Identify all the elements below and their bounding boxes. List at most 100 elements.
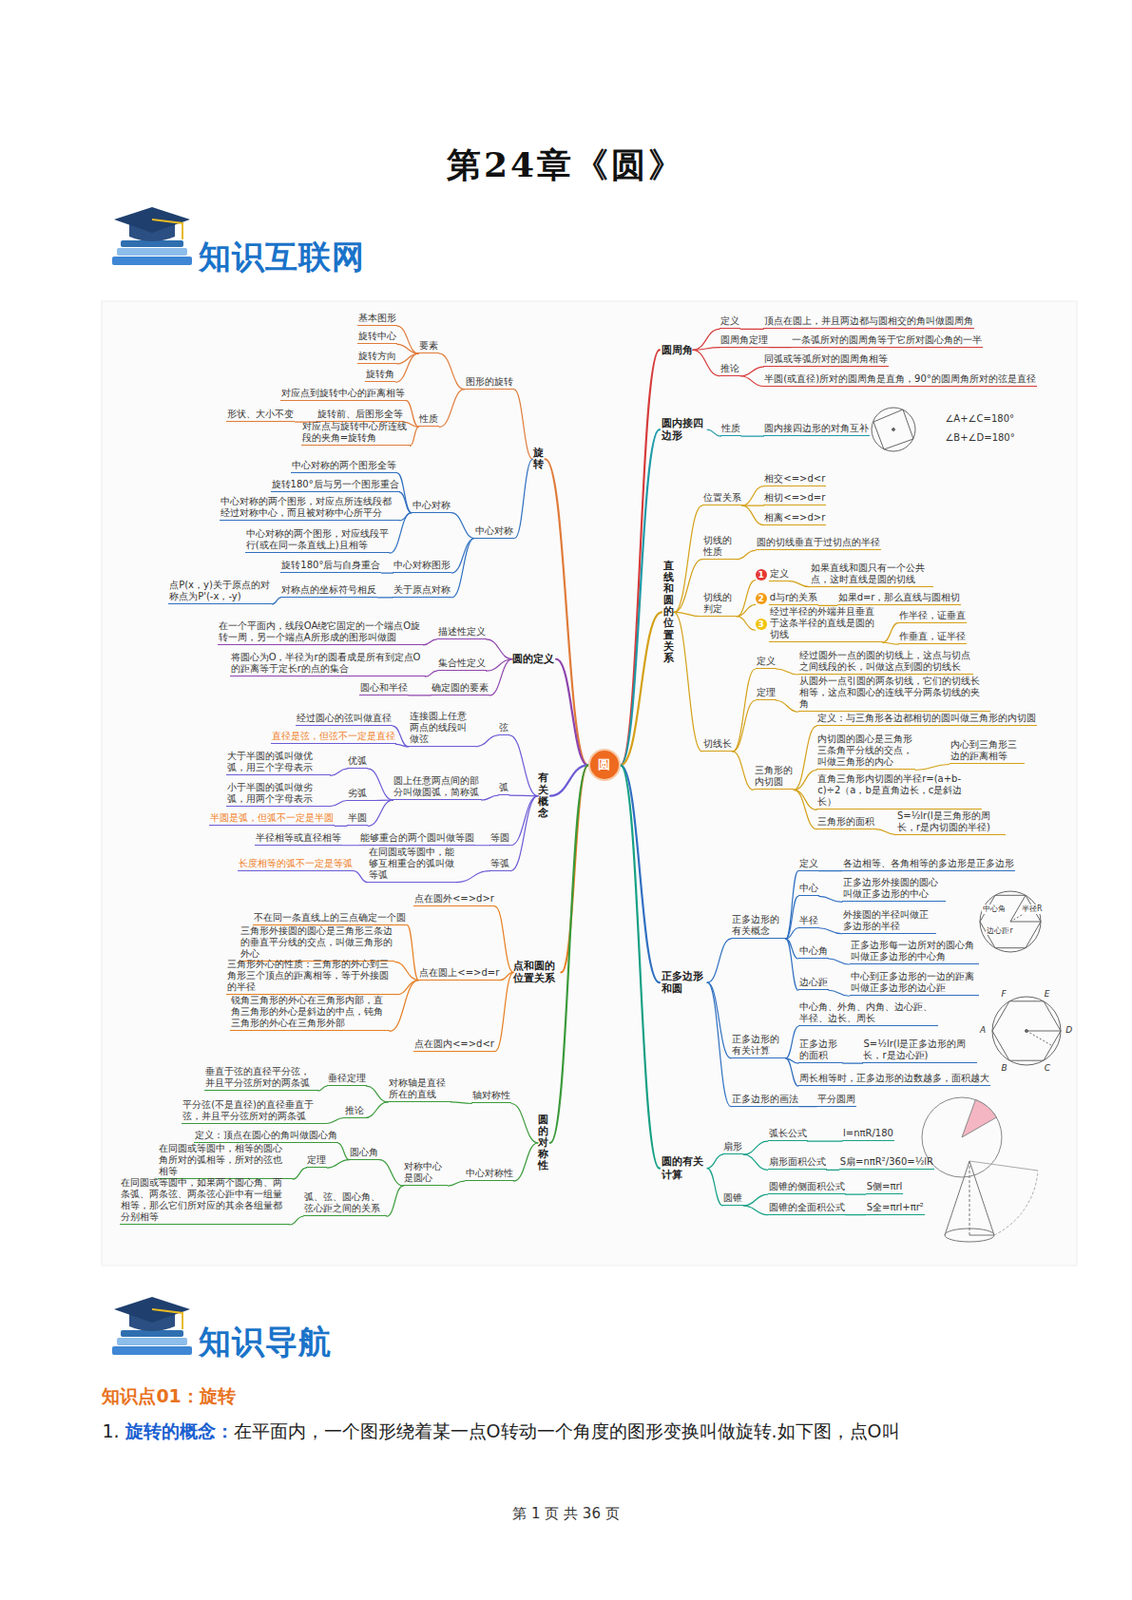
- branch-line: [386, 1186, 403, 1217]
- branch-line: [786, 1058, 799, 1087]
- branch-line: [292, 1168, 307, 1180]
- branch-label: 轴对称性: [471, 1090, 512, 1104]
- section-header: 知识导航: [198, 1323, 332, 1363]
- branch-line: [495, 972, 514, 1052]
- branch-line: [364, 1102, 388, 1119]
- branch-line: [289, 1216, 304, 1226]
- branch-line: [439, 389, 464, 428]
- branch-line: [673, 505, 703, 613]
- branch-node: 圆内接四边形: [661, 417, 708, 442]
- branch-line: [707, 1169, 723, 1207]
- branch-label: 正多边形每一边所对的圆心角叫做正多边形的中心角: [849, 940, 979, 965]
- branch-label: 定义：顶点在圆心的角叫做圆心角: [193, 1130, 339, 1144]
- branch-label: 等圆: [489, 832, 511, 846]
- branch-label: 三角形外心的性质：三角形的外心到三角形三个顶点的距离相等，等于外接圆的半径: [226, 959, 397, 996]
- branch-line: [793, 769, 817, 790]
- formula-label: ∠B+∠D=180°: [943, 432, 1016, 445]
- branch-label: 直角三角形内切圆的半径r=(a+b-c)÷2（a，b是直角边长，c是斜边长）: [816, 773, 982, 810]
- branch-label: 圆锥: [722, 1192, 744, 1207]
- branch-label: 中心对称: [474, 525, 515, 539]
- branch-label: 弧长公式: [767, 1128, 808, 1142]
- branch-line: [673, 612, 703, 616]
- branch-label: S=½lr(l是正多边形的周长，r是边心距): [862, 1038, 977, 1064]
- step-badge: 3: [755, 618, 768, 631]
- branch-line: [736, 616, 755, 631]
- branch-line: [732, 669, 756, 752]
- branch-label: 优弧: [346, 755, 368, 769]
- branch-label: 定义: [798, 858, 820, 872]
- branch-line: [379, 1160, 403, 1187]
- branch-label: 垂径定理: [326, 1073, 367, 1087]
- branch-label: S=½lr(l是三角形的周长，r是内切圆的半径): [896, 810, 1006, 836]
- branch-label: 相交<=>d<r: [763, 473, 826, 487]
- branch-label: 旋转角: [364, 368, 396, 383]
- branch-label: 在同圆或等圆中，相等的圆心角所对的弧相等，所对的弦也相等: [157, 1143, 293, 1180]
- center-circle: 圆: [588, 748, 621, 782]
- node-text: 圆的有关计算: [661, 1155, 704, 1181]
- branch-line: [451, 513, 476, 539]
- branch-label: l=nπR/180: [842, 1128, 895, 1142]
- branch-line: [786, 1026, 799, 1058]
- branch-label: 切线长: [702, 738, 733, 752]
- branch-line: [915, 764, 950, 770]
- branch-label: 圆锥的全面积公式: [767, 1202, 846, 1216]
- branch-label: 从圆外一点引圆的两条切线，它们的切线长相等，这点和圆心的连线平分两条切线的夹角: [798, 675, 991, 712]
- branch-label: 外接圆的半径叫做正多边形的半径: [842, 909, 937, 935]
- knowledge-point-heading: 知识点01：旋转: [101, 1385, 235, 1408]
- branch-label: 切线的判定: [702, 592, 737, 617]
- branch-label: 平分弦(不是直径)的直径垂直于弦，并且平分弦所对的两条弧: [181, 1099, 327, 1125]
- node-text: 圆: [597, 756, 611, 774]
- branch-label: 内心到三角形三边的距离相等: [949, 739, 1025, 765]
- branch-line: [353, 871, 367, 883]
- branch-line: [334, 825, 347, 827]
- branch-line: [743, 1141, 768, 1155]
- branch-label: 经过圆心的弦叫做直径: [295, 712, 393, 727]
- branch-label: 对称点的坐标符号相反: [280, 584, 378, 598]
- branch-label: 确定圆的要素: [430, 682, 490, 696]
- branch-label: 三角形的面积: [816, 816, 876, 830]
- branch-label: 正多边形的有关概念: [730, 914, 787, 940]
- small-hexagon-figure: [979, 891, 1041, 953]
- list-number: 1.: [101, 1420, 125, 1442]
- branch-label: 在同圆或等圆中，能够互相重合的弧叫做等弧: [367, 846, 457, 883]
- branch-line: [843, 1063, 864, 1065]
- branch-line: [736, 580, 755, 617]
- branch-label: 对称中心是圆心: [402, 1161, 448, 1187]
- branch-line: [389, 513, 412, 555]
- branch-label: 圆的切线垂直于过切点的半径: [755, 537, 882, 551]
- section-header: 知识互联网: [198, 237, 365, 277]
- branch-label: 经过圆外一点的圆的切线上，这点与切点之间线段的长，叫做这点到圆的切线长: [798, 650, 975, 675]
- branch-line: [489, 659, 513, 696]
- branch-line: [826, 1170, 840, 1171]
- branch-line: [786, 871, 799, 941]
- branch-label: 内切圆的圆心是三角形三条角平分线的交点，叫做三角形的内心: [816, 733, 916, 770]
- branch-label: 如果d=r，那么直线与圆相切: [837, 592, 962, 606]
- branch-label: 圆上任意两点间的部分叫做圆弧，简称弧: [392, 775, 481, 801]
- branch-label: 点在圆内<=>d<r: [413, 1038, 496, 1053]
- branch-line: [510, 796, 538, 846]
- branch-label: 定义: [755, 655, 777, 670]
- branch-label: 中心: [798, 882, 820, 897]
- branch-label: 对应点到旋转中心的距离相等: [280, 387, 406, 402]
- branch-label: 在同圆或等圆中，如果两个圆心角、两条弧、两条弦、两条弦心距中有一组量相等，那么它…: [119, 1177, 290, 1226]
- concept-term: 旋转的概念：: [125, 1420, 234, 1442]
- page-footer: 第 1 页 共 36 页: [0, 1505, 1132, 1523]
- branch-label: 点P(x，y)关于原点的对称点为P'(-x，-y): [168, 579, 272, 605]
- main-branch: [620, 612, 662, 766]
- branch-label: 推论: [719, 363, 741, 377]
- branch-line: [793, 789, 817, 810]
- branch-label: 同弧或等弧所对的圆周角相等: [763, 353, 889, 367]
- sector-figure: [921, 1097, 1002, 1178]
- branch-label: 圆心和半径: [359, 682, 409, 696]
- branch-label: 弦: [498, 722, 510, 736]
- branch-label: 性质: [418, 413, 440, 427]
- branch-line: [828, 990, 850, 997]
- branch-label: 描述性定义: [437, 626, 487, 640]
- branch-line: [732, 700, 756, 752]
- branch-line: [776, 669, 799, 675]
- branch-label: 圆内接四边形的对角互补: [763, 422, 870, 437]
- node-text: 有关概念: [537, 771, 549, 819]
